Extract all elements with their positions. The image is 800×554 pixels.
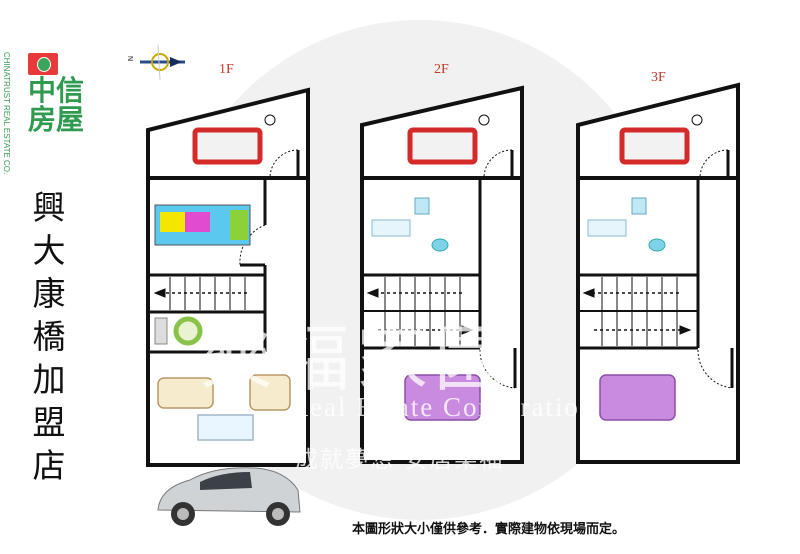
toilet-icon: [648, 238, 666, 252]
floor-label-1f: 1F: [219, 62, 234, 77]
brand-logo-icon: [28, 53, 58, 75]
bathtub-icon: [587, 219, 627, 237]
lamp-icon: [264, 114, 276, 126]
floor-label-2f: 2F: [434, 62, 449, 77]
bed-icon: [192, 127, 263, 165]
armchair-icon: [249, 374, 291, 411]
brand-name: 中信房屋: [28, 74, 85, 136]
mirror-icon: [631, 197, 647, 215]
bed-icon: [407, 127, 478, 165]
floor-plan-1f: [146, 87, 310, 467]
bathtub-icon: [371, 219, 411, 237]
watermark-english: Real Estate Corporation: [290, 392, 596, 422]
floor-label-3f: 3F: [651, 70, 666, 85]
bed-icon: [404, 374, 481, 421]
store-name: 興大康橋加盟店: [27, 190, 66, 491]
compass-icon: N: [126, 44, 185, 81]
watermark-title: 樂福家園: [200, 317, 513, 401]
toilet-icon: [431, 238, 449, 252]
mirror-icon: [414, 197, 430, 215]
compass-north-label: N: [126, 56, 133, 61]
car-icon: [157, 467, 301, 526]
fridge-icon: [154, 317, 168, 345]
toilet-icon: [173, 316, 203, 346]
bed-icon: [599, 374, 676, 421]
lamp-icon: [691, 114, 703, 126]
disclaimer-note: 本圖形狀大小僅供參考．實際建物依現場而定。: [352, 522, 626, 537]
lamp-icon: [478, 114, 490, 126]
floor-plan-3f: [576, 82, 740, 464]
sofa-icon: [157, 377, 214, 409]
watermark-slogan: 成就夢想 安居樂福: [295, 447, 505, 473]
coffee-table-icon: [197, 414, 254, 441]
floor-plan-2f: [360, 85, 524, 464]
brand-name-english: CHINATRUST REAL ESTATE CO.: [2, 52, 11, 175]
bed-icon: [619, 127, 690, 165]
